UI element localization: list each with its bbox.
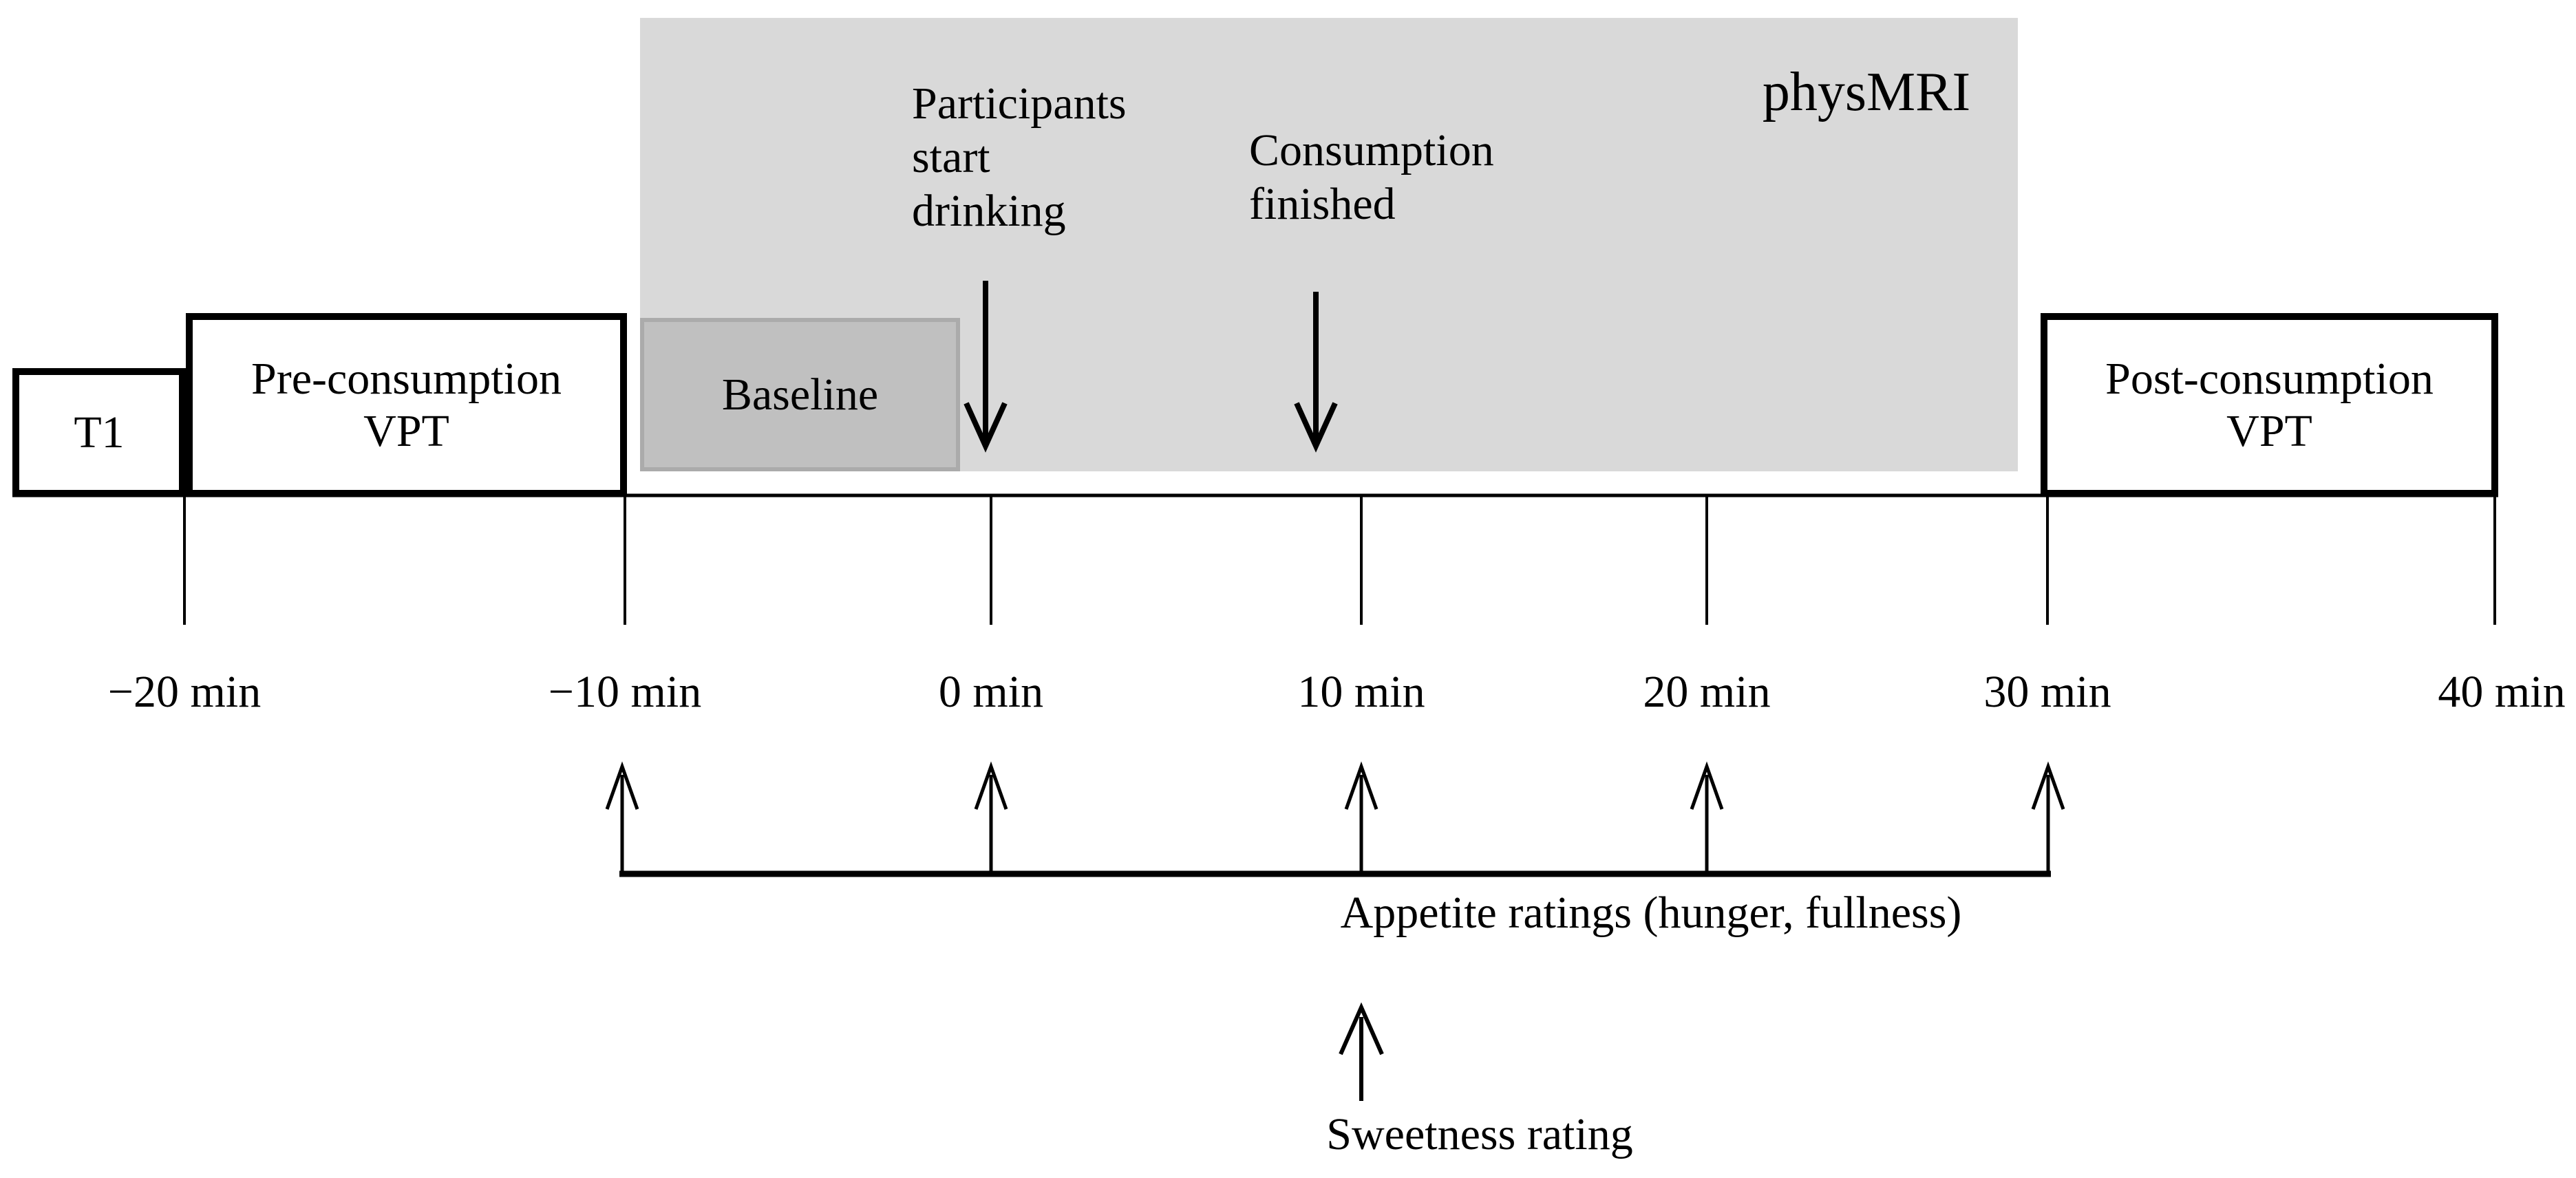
t1-label: T1 — [74, 407, 125, 458]
consumption-finished-arrow — [1294, 292, 1338, 453]
participants-start-drinking-arrow — [964, 281, 1008, 453]
appetite-arrow-30min — [2031, 761, 2065, 871]
appetite-up-arrows — [605, 761, 2065, 871]
tick-label-minus10min: −10 min — [548, 667, 702, 717]
post-consumption-vpt-box: Post-consumption VPT — [2041, 313, 2498, 497]
consumption-finished-label: Consumption finished — [1249, 125, 1494, 229]
tick-label-30min: 30 min — [1983, 667, 2111, 717]
participants-start-drinking-label: Participants start drinking — [912, 78, 1127, 236]
appetite-arrow-0min — [974, 761, 1008, 871]
tick-label-10min: 10 min — [1297, 667, 1425, 717]
pre-vpt-line1: Pre-consumption — [251, 353, 562, 404]
appetite-arrow-10min — [1344, 761, 1379, 871]
baseline-block: Baseline — [640, 318, 960, 471]
appetite-arrow-minus10min — [605, 761, 639, 871]
tick-label-20min: 20 min — [1643, 667, 1771, 717]
sweetness-rating-arrow — [1339, 1002, 1384, 1101]
physmri-label: physMRI — [1762, 62, 1971, 122]
timeline-ticks — [183, 495, 2496, 625]
appetite-ratings-label: Appetite ratings (hunger, fullness) — [1340, 888, 1962, 938]
t1-scan-box: T1 — [12, 368, 186, 497]
post-vpt-line1: Post-consumption — [2105, 353, 2434, 404]
tick-label-minus20min: −20 min — [107, 667, 262, 717]
tick-label-0min: 0 min — [938, 667, 1044, 717]
baseline-label: Baseline — [721, 369, 879, 420]
post-vpt-line2: VPT — [2226, 405, 2312, 456]
appetite-arrow-20min — [1690, 761, 1724, 871]
sweetness-rating-label: Sweetness rating — [1326, 1109, 1633, 1159]
tick-label-40min: 40 min — [2438, 667, 2566, 717]
pre-vpt-line2: VPT — [363, 405, 449, 456]
pre-consumption-vpt-box: Pre-consumption VPT — [186, 313, 627, 497]
